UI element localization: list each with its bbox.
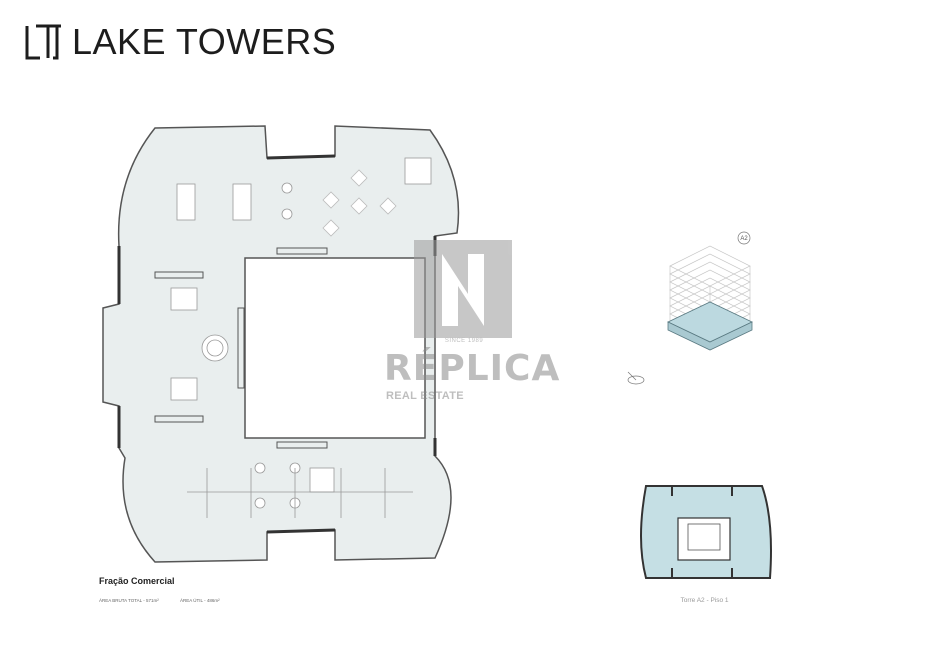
key-plan bbox=[640, 485, 772, 579]
key-plan-caption: Torre A2 - Piso 1 bbox=[680, 597, 729, 604]
floor-plan bbox=[102, 125, 460, 563]
north-arrow-icon bbox=[627, 371, 645, 385]
tower-tag: A2 bbox=[740, 236, 748, 242]
lt-monogram-icon bbox=[25, 24, 61, 60]
isometric-tower-view: A2 bbox=[627, 231, 753, 385]
useful-area: ÁREA ÚTIL - 486m² bbox=[180, 598, 220, 603]
central-atrium bbox=[244, 257, 426, 439]
gross-area: ÁREA BRUTA TOTAL - 571m² bbox=[99, 598, 159, 603]
brand-name: LAKE TOWERS bbox=[72, 21, 337, 62]
unit-title: Fração Comercial bbox=[99, 576, 175, 586]
brand-logo: LAKE TOWERS bbox=[24, 22, 336, 62]
unit-areas: ÁREA BRUTA TOTAL - 571m² ÁREA ÚTIL - 486… bbox=[99, 598, 240, 603]
